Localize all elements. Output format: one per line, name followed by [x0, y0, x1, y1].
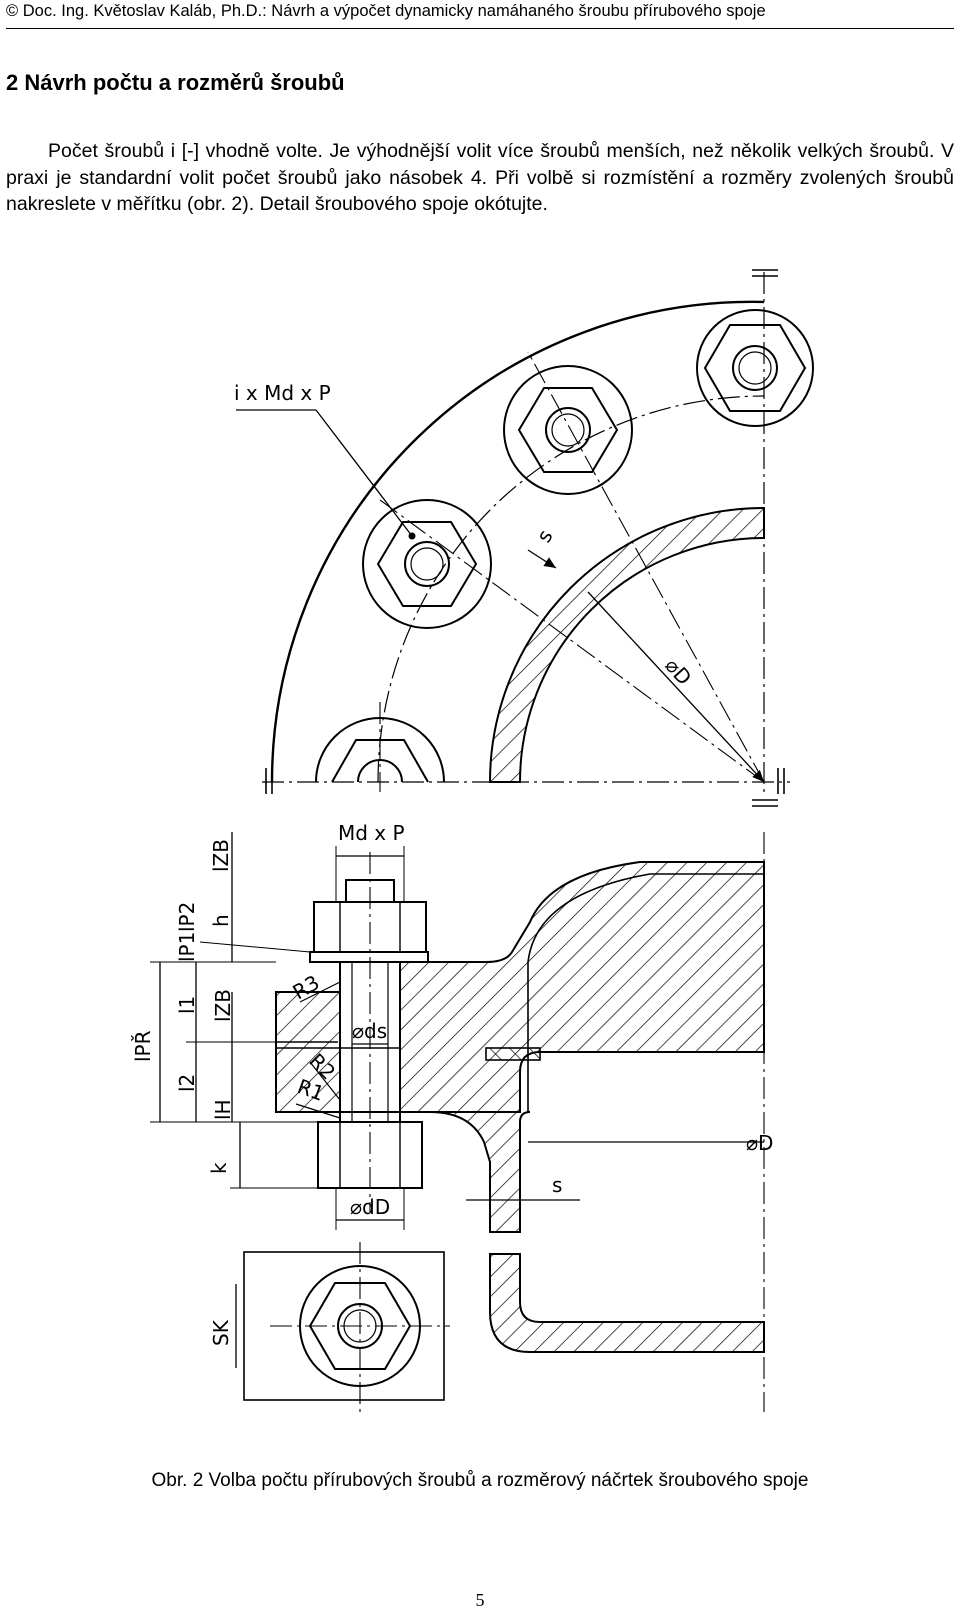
label-thread: Md x P	[338, 821, 405, 845]
label-l1: l1	[175, 996, 199, 1014]
body-paragraph: Počet šroubů i [-] vhodně volte. Je výho…	[6, 138, 954, 218]
page-header: © Doc. Ing. Květoslav Kaláb, Ph.D.: Návr…	[6, 0, 954, 29]
bolt-middle	[362, 499, 492, 629]
bolt-lower	[315, 702, 445, 792]
label-k: k	[207, 1162, 231, 1174]
bolt-upper	[503, 365, 633, 495]
label-lzb: lZB	[211, 989, 235, 1022]
label-lpr: lPŘ	[131, 1030, 155, 1062]
label-sk: SK	[209, 1319, 233, 1346]
label-lzb-top: lZB	[209, 839, 233, 872]
label-h: h	[209, 914, 233, 927]
label-diameter-bottom: ⌀D	[746, 1131, 773, 1155]
label-s-bottom: s	[552, 1173, 562, 1197]
section-title: 2 Návrh počtu a rozměrů šroubů	[6, 70, 345, 95]
label-l2: l2	[175, 1074, 199, 1092]
body-paragraph-text: Počet šroubů i [-] vhodně volte. Je výho…	[6, 140, 954, 215]
label-ds: ⌀ds	[352, 1019, 387, 1043]
technical-drawing: i x Md x P s ⌀D	[131, 269, 814, 1412]
flange-quarter-view	[236, 269, 814, 807]
label-dd: ⌀dD	[350, 1195, 390, 1219]
label-bolt-designation: i x Md x P	[234, 381, 331, 405]
figure-caption: Obr. 2 Volba počtu přírubových šroubů a …	[151, 1470, 809, 1491]
page-number: 5	[475, 1590, 485, 1610]
label-diameter-top: ⌀D	[660, 653, 696, 689]
bolt-top-right	[696, 309, 814, 427]
bolt-joint-section	[150, 832, 765, 1412]
label-lh: lH	[211, 1099, 235, 1120]
label-wall-s: s	[532, 525, 558, 546]
label-lp1: lP1	[175, 932, 199, 962]
label-lp2: lP2	[175, 902, 199, 932]
